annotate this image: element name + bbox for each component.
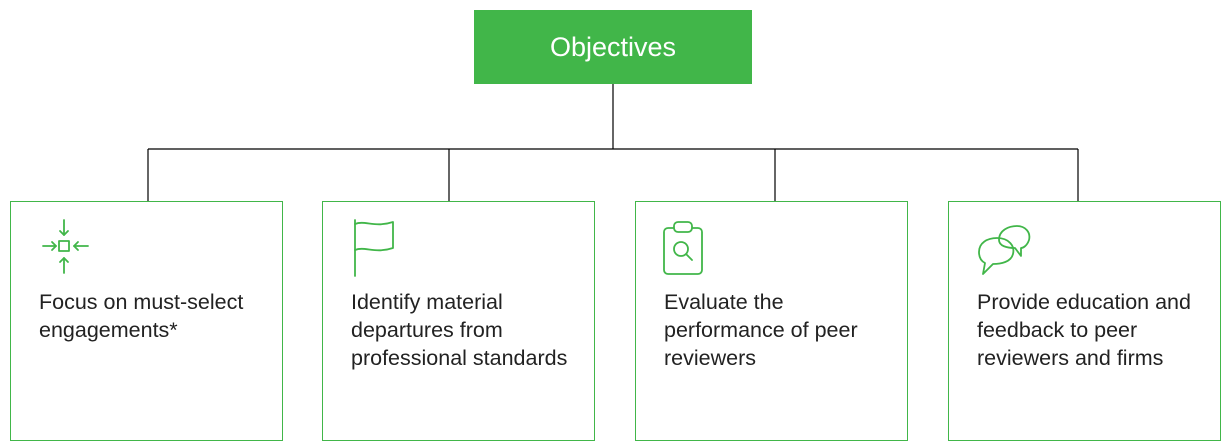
objective-card-educate: Provide education and feedback to peer r…: [948, 201, 1221, 441]
flag-icon: [349, 216, 407, 280]
connector-lines: [147, 84, 1079, 201]
objectives-node: Objectives: [474, 10, 752, 84]
focus-target-icon: [37, 216, 95, 280]
objective-label: Provide education and feedback to peer r…: [977, 290, 1191, 370]
speech-bubbles-icon: [975, 216, 1033, 280]
objective-card-focus: Focus on must-select engagements*: [10, 201, 283, 441]
objective-label: Identify material departures from profes…: [351, 290, 568, 370]
objective-label: Evaluate the performance of peer reviewe…: [664, 290, 858, 370]
objective-card-identify: Identify material departures from profes…: [322, 201, 595, 441]
objective-label: Focus on must-select engagements*: [39, 290, 244, 342]
objective-card-evaluate: Evaluate the performance of peer reviewe…: [635, 201, 908, 441]
clipboard-search-icon: [662, 216, 720, 280]
objectives-label: Objectives: [549, 31, 677, 62]
